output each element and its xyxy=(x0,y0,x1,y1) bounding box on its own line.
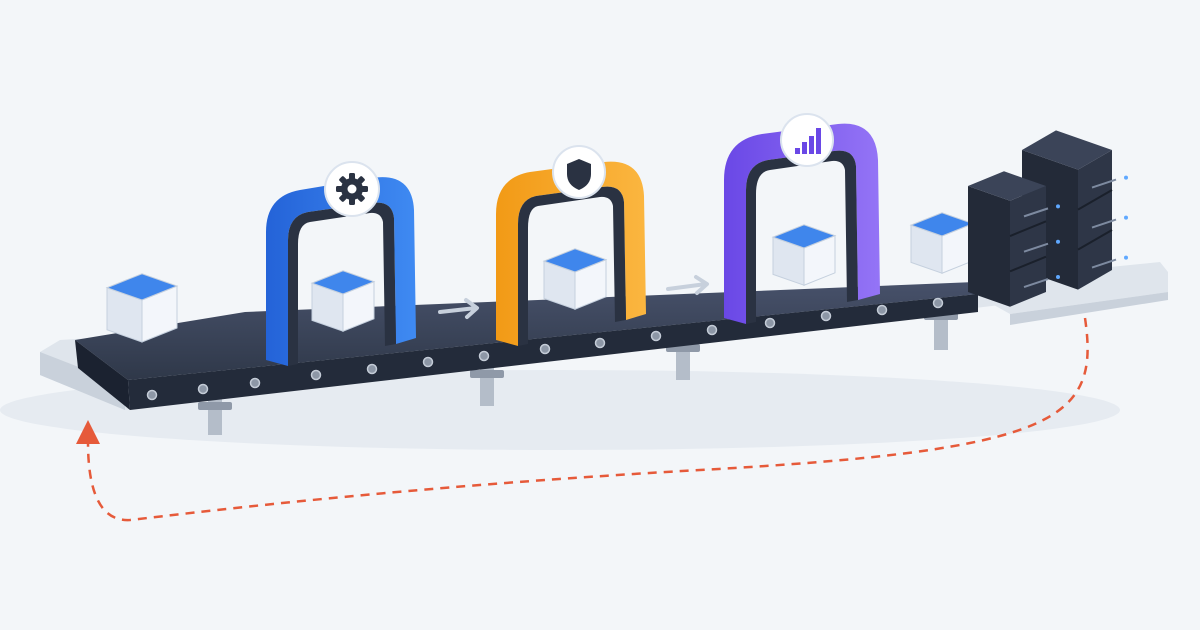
flow-arrows xyxy=(438,275,709,319)
artifact-boxes xyxy=(105,212,975,343)
shield-badge xyxy=(552,145,606,199)
shield-icon xyxy=(567,159,591,190)
analytics-badge xyxy=(780,113,834,167)
return-arrow-icon xyxy=(76,420,100,444)
server-rack-back xyxy=(1022,130,1128,290)
artifact-box xyxy=(542,248,608,310)
gear-icon xyxy=(336,173,368,205)
analytics-arch xyxy=(724,123,880,325)
artifact-box xyxy=(909,212,975,274)
security-arch xyxy=(496,161,646,346)
belt-rollers xyxy=(146,297,944,401)
build-arch xyxy=(266,177,416,366)
server-rack-front xyxy=(968,171,1060,307)
return-arrow xyxy=(76,317,1089,522)
artifact-box xyxy=(771,224,837,286)
artifact-box xyxy=(105,273,179,343)
flow-arrow-2 xyxy=(666,275,709,295)
stage-build xyxy=(266,161,416,366)
artifact-box xyxy=(310,270,376,332)
stage-security xyxy=(496,145,646,346)
server-rack-icon xyxy=(968,130,1128,307)
return-path xyxy=(86,317,1089,522)
flow-arrow-1 xyxy=(438,298,479,319)
bar-chart-icon xyxy=(795,128,821,154)
stage-analytics xyxy=(724,113,880,325)
gear-badge xyxy=(324,161,380,217)
